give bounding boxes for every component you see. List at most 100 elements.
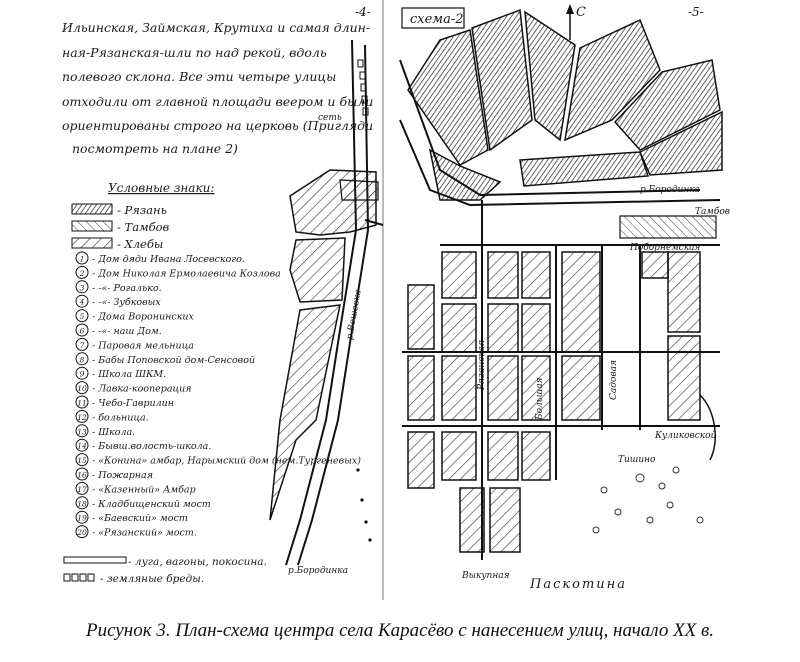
label-left-road: р.Вошевка [345,289,364,340]
legend-number: 5 [80,312,85,321]
right-map: схема-2 С р.Бородинка Тамбов Поборнемска… [399,4,730,592]
legend-item-label: - «Конина» амбар, Нарымский дом (нем.Тур… [92,456,361,467]
legend-number-circle [75,280,89,294]
legend-number-circle [75,294,89,308]
legend-item-label: - Дом Николая Ермолаевича Козлова [92,268,281,279]
bushes [592,466,704,534]
tambov-strip [619,215,717,239]
note-line-1: Ильинская, Займская, Крутиха и самая дли… [61,20,370,35]
legend-number: 2 [79,269,85,278]
label-kulikovskoy: Куликовской [654,431,717,441]
legend-item-label: - «Баевский» мост [92,513,188,524]
label-bogoroditsk: р.Бородинка [640,185,700,195]
label-bolshaya: Большая [535,377,545,421]
legend-item-label: - «Казенный» Амбар [92,484,196,495]
legend-number: 6 [80,327,85,336]
legend-item-label: - Бывш.волость-школа. [92,441,211,452]
note-line-2: ная-Рязанская-шли по над рекой, вдоль [62,45,327,60]
legend-item-label: - -«- наш Дом. [92,326,162,337]
legend-item-label: - Кладбищенский мост [92,499,211,510]
legend-title: Условные знаки: [108,181,214,195]
notes-block: Ильинская, Займская, Крутиха и самая дли… [61,20,373,156]
legend-label-tambov: - Тамбов [117,220,170,234]
legend-item-label: - Бабы Поповской дом-Сенсовой [92,355,255,366]
legend-number-circle [75,309,89,323]
legend-number-circle [75,323,89,337]
north-label: С [576,5,586,20]
legend-number: 8 [80,355,85,364]
legend-number-circle [75,337,89,351]
legend-number-circle [75,481,89,495]
page-number-left: -4- [355,5,371,19]
legend-item-label: - Дом дяди Ивана Лосевского. [92,254,245,265]
legend-label-khlyby: - Хлебы [117,237,163,251]
legend-number-circle [75,496,89,510]
legend-number: 4 [79,298,85,307]
legend-item-label: - Лавка-кооперация [92,384,192,395]
legend-number-circle [75,453,89,467]
map-scheme: -4- -5- Ильинская, Займская, Крутиха и с… [61,0,730,600]
legend-item-label: - Школа ШКМ. [92,369,166,380]
legend-number: 1 [80,255,85,264]
legend-number-circle [75,525,89,539]
label-pobornaya: Поборнемская [629,242,700,253]
label-tishino: Тишино [618,455,656,465]
legend-number: 13 [77,427,87,436]
legend-number-circle [75,510,89,524]
legend-line-label: - луга, вагоны, покосина. [128,556,267,568]
legend-number-circle [75,424,89,438]
figure-caption: Рисунок 3. План-схема центра села Карасё… [85,620,715,641]
streets [402,200,720,560]
legend-number: 7 [80,341,85,350]
label-paskotina: Паскотина [529,577,627,592]
legend-item-label: - больница. [92,412,149,423]
legend-item-label: - «Рязанский» мост. [92,528,197,539]
legend-item-label: - -«- Рогалько. [92,283,162,294]
legend-number: 12 [77,413,87,422]
note-line-4: отходили от главной площади веером и был… [62,94,373,109]
legend-number-circle [75,366,89,380]
label-bogoroditsk-bottom: р.Бородинка [288,566,348,576]
legend-swatch-razan [71,203,113,215]
scheme-box [401,7,465,29]
legend-item-label: - Дома Воронинских [92,312,194,323]
legend-number: 11 [77,399,87,408]
legend-item-label: - Школа. [92,427,135,438]
legend-number-circle [75,251,89,265]
legend-number: 17 [77,485,87,494]
razan-sectors [407,8,723,201]
note-line-5: ориентированы строго на церковь (Пригляд… [62,118,373,133]
label-razanskaya: Рязанская [477,340,487,391]
legend-number: 10 [77,384,87,393]
note-line-3: полевого склона. Все эти четыре улицы [62,69,336,84]
note-marginal: сеть [318,113,342,123]
legend-number-circle [75,265,89,279]
legend-number: 20 [76,528,87,537]
page-number-right: -5- [688,5,704,19]
label-sadovaya: Садовая [609,360,619,400]
legend-number-circle [75,438,89,452]
legend-number: 3 [80,283,85,292]
label-vykhodnaya: Выкупная [461,571,510,581]
legend-number-circle [75,352,89,366]
legend-numbered-list: 1 - Дом дяди Ивана Лосевского. 2 - Дом Нико… [75,251,361,539]
legend-line-swatch [63,556,127,564]
note-line-6: посмотреть на плане 2) [72,141,238,156]
legend-dots-swatch [63,573,95,582]
legend-number: 15 [77,456,87,465]
legend-number-circle [75,467,89,481]
scheme-label: схема-2 [410,12,464,27]
legend-swatch-tambov [71,220,113,232]
legend-number-circle [75,381,89,395]
khlyby-blocks [407,251,701,553]
legend-number: 18 [77,499,87,508]
legend-number-circle [75,395,89,409]
legend-label-razan: - Рязань [117,203,167,217]
legend-item-label: - Пожарная [92,470,153,481]
legend-dots-label: - земляные бреды. [100,573,204,585]
legend-item-label: - Паровая мельница [92,340,194,351]
legend-number: 14 [77,442,87,451]
legend-number: 16 [77,471,87,480]
legend-swatch-khlyby [71,237,113,249]
left-ridge-marks [357,59,369,116]
